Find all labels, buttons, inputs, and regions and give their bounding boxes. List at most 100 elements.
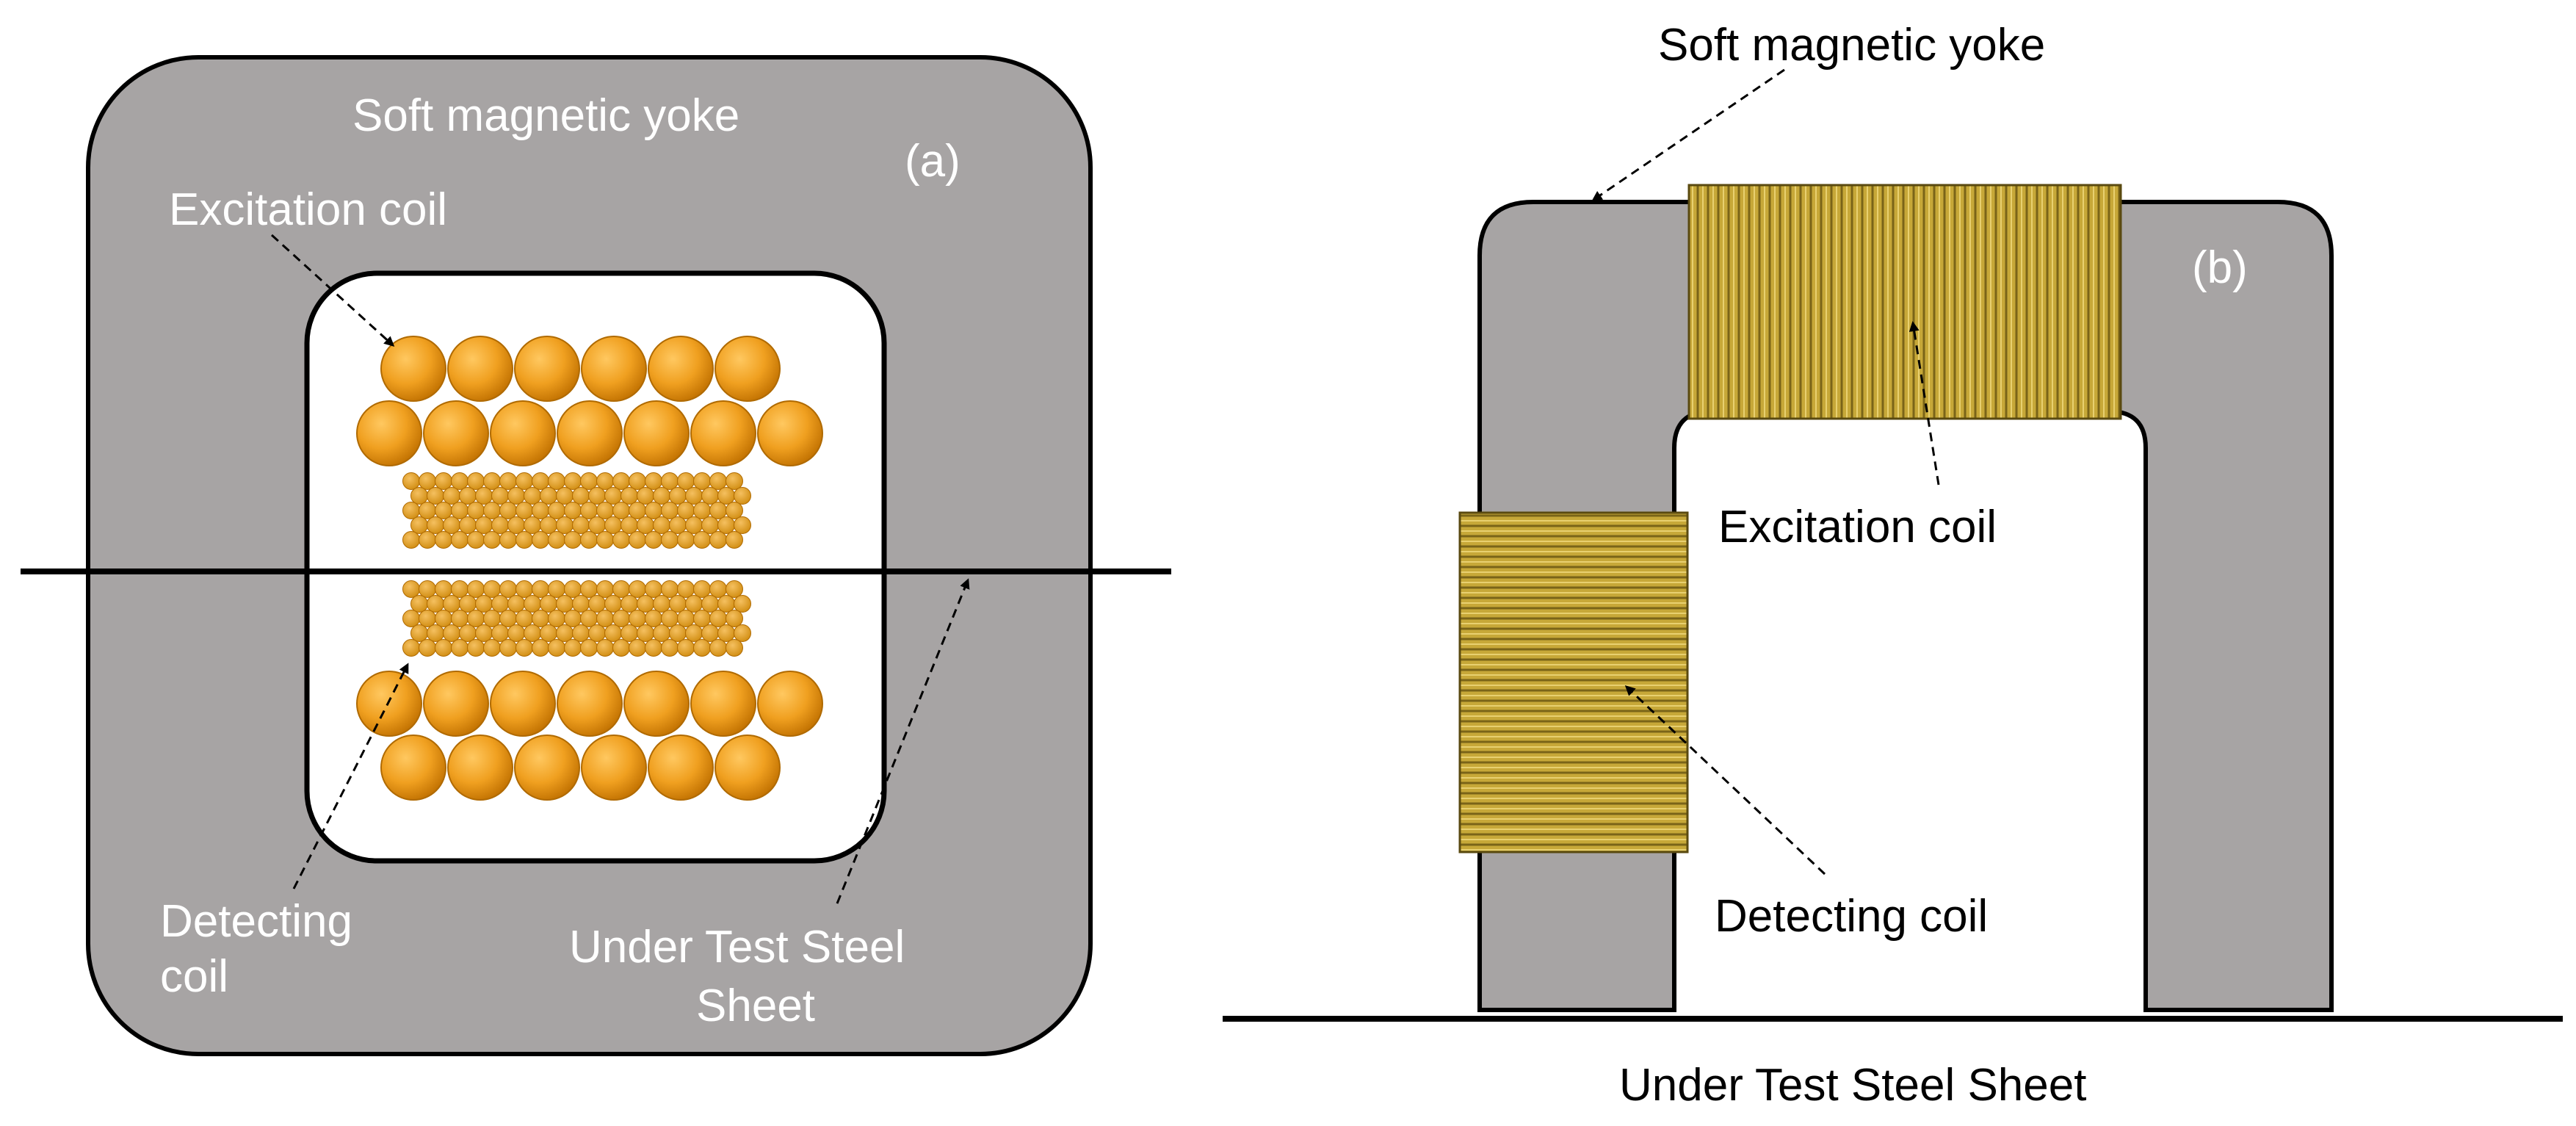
fine-wire-turn [402,472,420,490]
fine-wire-turn [701,624,719,642]
fine-wire-turn [717,595,735,613]
fine-wire-turn [507,624,525,642]
fine-wire-turn [653,516,670,534]
fine-wire-turn [612,610,630,627]
leader-yoke-b [1591,68,1785,201]
detecting-coil-top [402,472,751,549]
fine-wire-turn [580,472,598,490]
fine-wire-turn [467,639,485,657]
wire-turn [581,336,647,402]
wire-turn [757,671,823,737]
leader-excitation-a [270,234,395,347]
fine-wire-turn [596,531,614,549]
fine-wire-turn [507,595,525,613]
fine-wire-turn [532,580,549,598]
fine-wire-turn [451,472,468,490]
fine-wire-turn [596,580,614,598]
wire-turn [757,400,823,466]
wire-turn [623,400,690,466]
fine-wire-turn [726,531,743,549]
fine-wire-turn [604,516,622,534]
fine-wire-turn [726,472,743,490]
fine-wire-turn [515,531,533,549]
fine-wire-turn [499,502,517,519]
fine-wire-turn [645,639,662,657]
fine-wire-turn [685,516,703,534]
wire-turn [447,735,513,801]
fine-wire-turn [548,531,565,549]
fine-wire-turn [548,502,565,519]
fine-wire-turn [709,502,727,519]
fine-wire-turn [612,531,630,549]
fine-wire-turn [693,580,711,598]
fine-wire-turn [467,502,485,519]
fine-wire-turn [435,472,452,490]
fine-wire-turn [524,516,541,534]
fine-wire-turn [726,502,743,519]
wire-turn [557,671,623,737]
fine-wire-turn [532,639,549,657]
fine-wire-turn [612,639,630,657]
fine-wire-turn [653,487,670,505]
fine-wire-turn [709,610,727,627]
fine-wire-turn [629,580,646,598]
fine-wire-turn [402,580,420,598]
fine-wire-turn [443,595,460,613]
fine-wire-turn [669,624,687,642]
fine-wire-turn [645,531,662,549]
fine-wire-turn [580,502,598,519]
panel-tag-a: (a) [905,136,960,187]
fine-wire-turn [524,624,541,642]
fine-wire-turn [580,580,598,598]
fine-wire-turn [435,502,452,519]
leader-detecting-a [292,663,409,889]
fine-wire-turn [677,580,695,598]
fine-wire-turn [709,580,727,598]
wire-turn [648,336,714,402]
fine-wire-turn [483,502,501,519]
fine-wire-turn [491,595,509,613]
fine-wire-turn [701,487,719,505]
detecting-label-a-line1: Detecting [160,896,352,947]
fine-wire-turn [443,624,460,642]
panel-a: Soft magnetic yoke (a) Excitation coil D… [21,55,1171,1056]
fine-wire-turn [629,502,646,519]
fine-wire-turn [499,610,517,627]
fine-wire-turn [661,502,679,519]
fine-wire-turn [580,639,598,657]
fine-wire-turn [612,502,630,519]
fine-wire-turn [524,595,541,613]
fine-wire-turn [596,639,614,657]
fine-wire-turn [701,595,719,613]
wire-turn [714,336,781,402]
fine-wire-turn [491,516,509,534]
fine-wire-turn [402,610,420,627]
fine-wire-turn [491,624,509,642]
fine-wire-turn [410,516,428,534]
yoke-label-a: Soft magnetic yoke [352,90,739,141]
fine-wire-turn [564,580,582,598]
wire-turn [648,735,714,801]
fine-wire-turn [564,639,582,657]
fine-wire-turn [572,624,590,642]
excitation-coil-b [1687,184,2122,420]
fine-wire-turn [701,516,719,534]
fine-wire-turn [427,595,444,613]
wire-turn [514,336,580,402]
fine-wire-turn [580,531,598,549]
fine-wire-turn [604,487,622,505]
wire-turn [490,400,556,466]
fine-wire-turn [564,531,582,549]
wire-turn [380,735,446,801]
steel-label-a-line1: Under Test Steel [569,922,905,972]
fine-wire-turn [540,516,557,534]
fine-wire-turn [588,516,606,534]
fine-wire-turn [669,516,687,534]
fine-wire-turn [515,580,533,598]
fine-wire-turn [629,531,646,549]
fine-wire-turn [419,610,436,627]
wire-turn [623,671,690,737]
fine-wire-turn [459,624,477,642]
fine-wire-turn [709,639,727,657]
